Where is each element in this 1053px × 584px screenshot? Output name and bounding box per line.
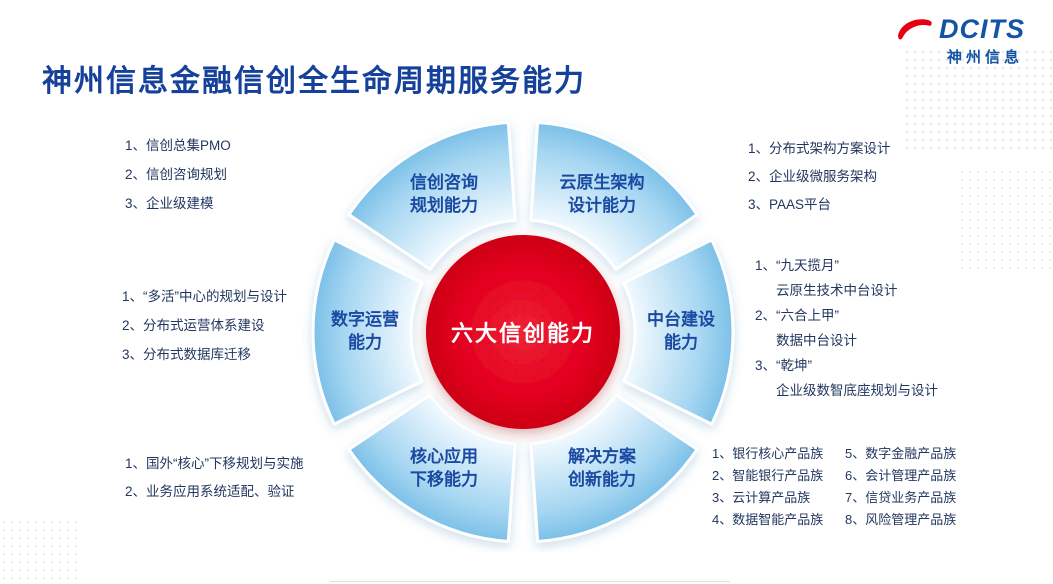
segment-label-digital-operation: 数字运营 能力 <box>331 309 399 355</box>
segment-label-line: 核心应用 <box>410 447 478 467</box>
list-item: 2、智能银行产品族 <box>712 468 824 483</box>
list-item: 3、企业级建模 <box>125 196 214 211</box>
segment-label-middle-platform: 中台建设 能力 <box>647 309 715 355</box>
halftone-decoration <box>0 518 80 584</box>
list-item: 3、分布式数据库迁移 <box>122 347 252 362</box>
cloud-native-list: 1、分布式架构方案设计 2、企业级微服务架构 3、PAAS平台 <box>748 135 891 219</box>
segment-label-line: 中台建设 <box>647 310 715 330</box>
list-item: 6、会计管理产品族 <box>845 468 957 483</box>
segment-cloud-native-shape <box>529 121 699 271</box>
segment-consulting-shape <box>347 121 517 271</box>
list-item: 1、国外“核心”下移规划与实施 <box>125 456 304 471</box>
list-item: 8、风险管理产品族 <box>845 512 957 527</box>
list-item: 2、“六合上甲” <box>755 308 839 323</box>
segment-label-core-migration: 核心应用 下移能力 <box>410 446 478 492</box>
solution-list-col2: 5、数字金融产品族 6、会计管理产品族 7、信贷业务产品族 8、风险管理产品族 <box>845 443 956 531</box>
bottom-divider <box>330 581 730 582</box>
logo-brand-text: DCITS <box>939 14 1025 44</box>
segment-label-line: 信创咨询 <box>410 173 478 193</box>
digital-operation-list: 1、“多活”中心的规划与设计 2、分布式运营体系建设 3、分布式数据库迁移 <box>122 282 287 369</box>
list-item: 2、分布式运营体系建设 <box>122 318 265 333</box>
segment-label-line: 创新能力 <box>568 470 636 489</box>
segment-label-line: 云原生架构 <box>559 173 645 193</box>
dcits-swoosh-icon <box>898 18 932 40</box>
segment-solution-shape <box>529 393 699 543</box>
list-item: 7、信贷业务产品族 <box>845 490 957 505</box>
list-item: 2、业务应用系统适配、验证 <box>125 484 295 499</box>
segment-label-line: 规划能力 <box>410 196 478 215</box>
segment-label-line: 能力 <box>348 333 382 352</box>
list-subitem: 云原生技术中台设计 <box>776 283 898 298</box>
company-logo: DCITS 神州信息 <box>895 14 1025 67</box>
solution-list-col1: 1、银行核心产品族 2、智能银行产品族 3、云计算产品族 4、数据智能产品族 <box>712 443 823 531</box>
segment-label-line: 设计能力 <box>568 196 636 215</box>
segment-middle-platform-shape <box>622 238 735 426</box>
logo-row: DCITS <box>895 14 1025 45</box>
list-item: 4、数据智能产品族 <box>712 512 824 527</box>
list-item: 5、数字金融产品族 <box>845 446 957 461</box>
list-item: 1、“九天揽月” <box>755 258 839 273</box>
segment-label-line: 能力 <box>664 333 698 352</box>
list-subitem: 企业级数智底座规划与设计 <box>776 383 938 398</box>
page-title: 神州信息金融信创全生命周期服务能力 <box>42 65 586 98</box>
segment-core-migration-shape <box>347 393 517 543</box>
middle-platform-list: 1、“九天揽月” 云原生技术中台设计 2、“六合上甲” 数据中台设计 3、“乾坤… <box>755 253 938 403</box>
capability-wheel: 信创咨询 规划能力 云原生架构 设计能力 中台建设 能力 解决方案 创新能力 核… <box>303 112 743 552</box>
list-subitem: 数据中台设计 <box>776 333 857 348</box>
segment-digital-operation-shape <box>311 238 424 426</box>
center-label: 六大信创能力 <box>450 321 596 346</box>
wheel-svg <box>311 121 735 543</box>
segment-label-line: 解决方案 <box>568 447 636 467</box>
list-item: 3、“乾坤” <box>755 358 812 373</box>
list-item: 1、“多活”中心的规划与设计 <box>122 289 287 304</box>
list-item: 2、信创咨询规划 <box>125 167 228 182</box>
segment-label-solution: 解决方案 创新能力 <box>568 446 636 492</box>
core-migration-list: 1、国外“核心”下移规划与实施 2、业务应用系统适配、验证 <box>125 450 304 506</box>
segment-label-line: 数字运营 <box>331 310 399 330</box>
halftone-decoration <box>958 168 1053 273</box>
list-item: 1、银行核心产品族 <box>712 446 824 461</box>
list-item: 2、企业级微服务架构 <box>748 169 878 184</box>
center-circle-texture <box>426 235 620 429</box>
list-item: 3、云计算产品族 <box>712 490 811 505</box>
segment-label-cloud-native: 云原生架构 设计能力 <box>560 172 645 218</box>
list-item: 1、信创总集PMO <box>125 138 231 153</box>
segment-label-consulting: 信创咨询 规划能力 <box>410 172 478 218</box>
segment-label-line: 下移能力 <box>410 470 478 489</box>
logo-company-name: 神州信息 <box>946 49 1023 66</box>
list-item: 3、PAAS平台 <box>748 197 832 212</box>
consulting-list: 1、信创总集PMO 2、信创咨询规划 3、企业级建模 <box>125 131 231 218</box>
list-item: 1、分布式架构方案设计 <box>748 141 891 156</box>
